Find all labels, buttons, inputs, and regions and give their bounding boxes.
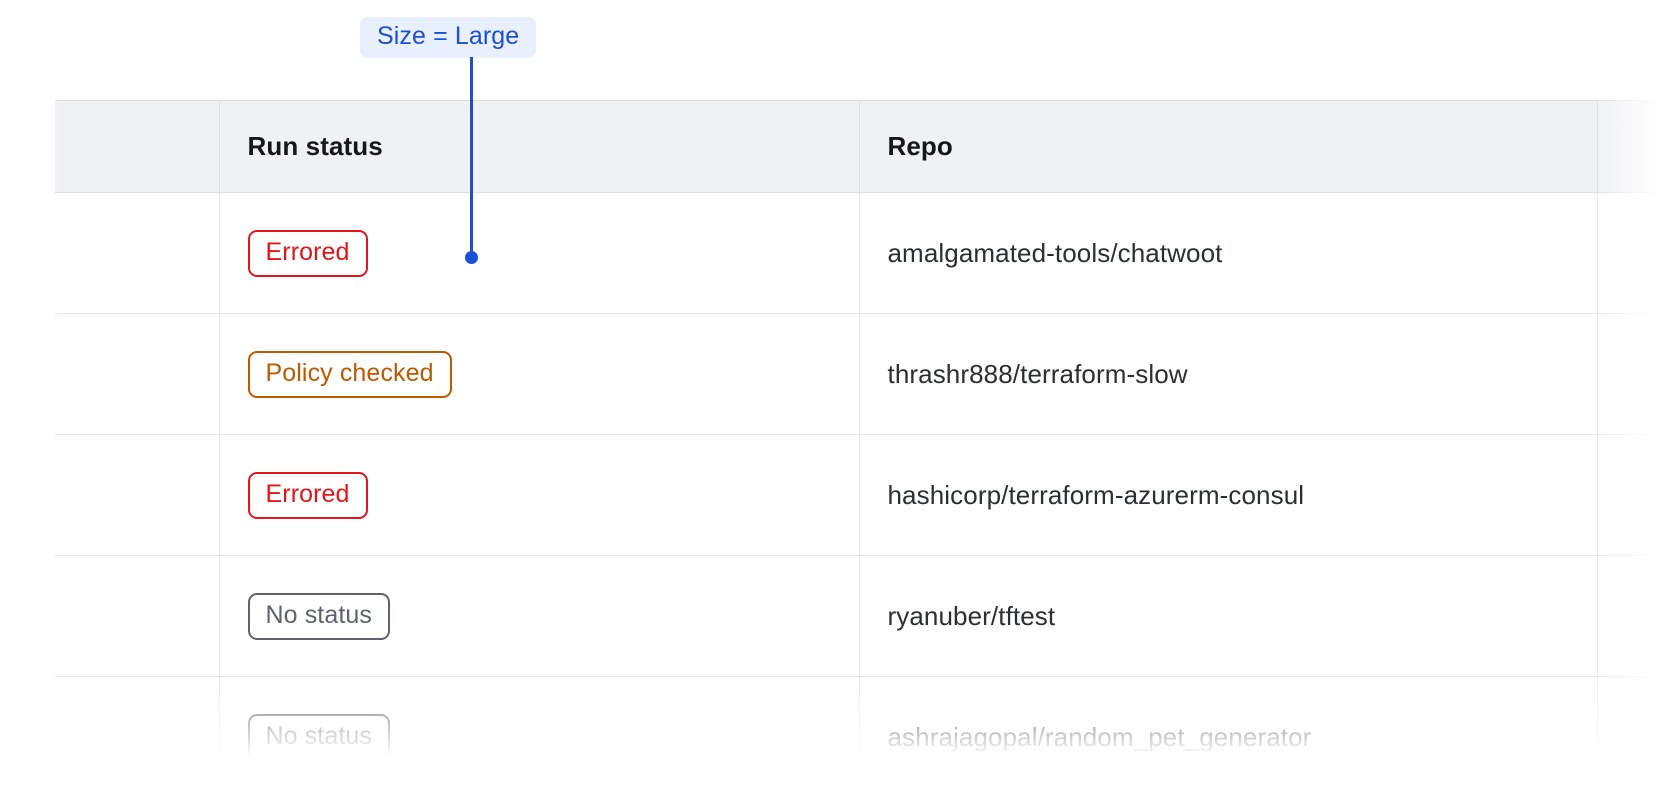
- table-body: Errored amalgamated-tools/chatwoot Polic…: [55, 192, 1672, 788]
- status-badge[interactable]: No status: [247, 713, 391, 761]
- row-spacer-cell: [55, 313, 220, 435]
- run-status-table: Run status Repo Errored amalgamated-tool…: [55, 100, 1672, 788]
- cell-run-status: Policy checked: [219, 313, 860, 435]
- table-row[interactable]: Errored amalgamated-tools/chatwoot: [55, 192, 1672, 314]
- column-header-repo[interactable]: Repo: [859, 100, 1598, 193]
- cell-repo[interactable]: hashicorp/terraform-azurerm-consul: [859, 434, 1598, 556]
- cell-run-status: No status: [219, 676, 860, 788]
- table-row[interactable]: Errored hashicorp/terraform-azurerm-cons…: [55, 434, 1672, 556]
- column-header-extra: [1597, 100, 1672, 193]
- cell-extra: [1597, 676, 1672, 788]
- cell-run-status: Errored: [219, 434, 860, 556]
- row-spacer-cell: [55, 676, 220, 788]
- status-badge[interactable]: Policy checked: [247, 350, 452, 398]
- table-row[interactable]: No status ashrajagopal/random_pet_genera…: [55, 676, 1672, 788]
- status-badge[interactable]: Errored: [247, 471, 368, 519]
- column-header-spacer: [55, 100, 220, 193]
- cell-extra: [1597, 434, 1672, 556]
- row-spacer-cell: [55, 192, 220, 314]
- table-header-row: Run status Repo: [55, 100, 1672, 193]
- cell-repo[interactable]: ryanuber/tftest: [859, 555, 1598, 677]
- cell-run-status: Errored: [219, 192, 860, 314]
- cell-repo[interactable]: thrashr888/terraform-slow: [859, 313, 1598, 435]
- row-spacer-cell: [55, 555, 220, 677]
- table-row[interactable]: Policy checked thrashr888/terraform-slow: [55, 313, 1672, 435]
- row-spacer-cell: [55, 434, 220, 556]
- cell-repo[interactable]: ashrajagopal/random_pet_generator: [859, 676, 1598, 788]
- table-header: Run status Repo: [55, 100, 1672, 193]
- status-badge[interactable]: Errored: [247, 229, 368, 277]
- table-row[interactable]: No status ryanuber/tftest: [55, 555, 1672, 677]
- cell-extra: [1597, 555, 1672, 677]
- cell-extra: [1597, 192, 1672, 314]
- cell-extra: [1597, 313, 1672, 435]
- cell-run-status: No status: [219, 555, 860, 677]
- status-badge[interactable]: No status: [247, 592, 391, 640]
- cell-repo[interactable]: amalgamated-tools/chatwoot: [859, 192, 1598, 314]
- column-header-run-status[interactable]: Run status: [219, 100, 860, 193]
